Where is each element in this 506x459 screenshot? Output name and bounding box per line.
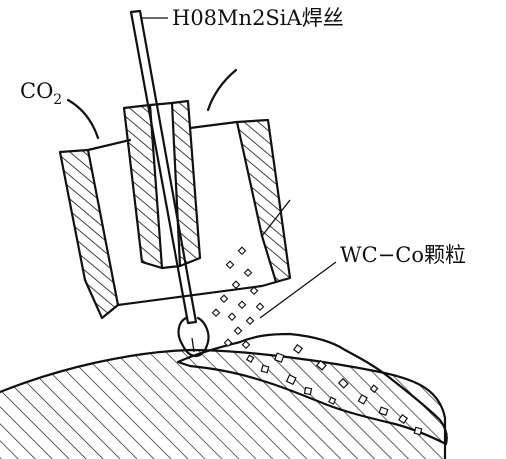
cladding-deposit (176, 332, 448, 446)
deposit-layer (176, 332, 448, 446)
powder-stream (211, 246, 265, 350)
gas-nozzle (58, 118, 292, 320)
base-metal (0, 348, 447, 459)
welding-wire (129, 9, 210, 358)
gas-label-subscript: 2 (53, 92, 62, 108)
gas-label-main: CO (20, 79, 53, 103)
wire-label: H08Mn2SiA焊丝 (172, 6, 344, 30)
embedded-particles (245, 343, 423, 436)
leader-lines (66, 17, 337, 319)
particle-label: WC−Co颗粒 (340, 243, 466, 267)
gas-label: CO2 (20, 79, 62, 108)
